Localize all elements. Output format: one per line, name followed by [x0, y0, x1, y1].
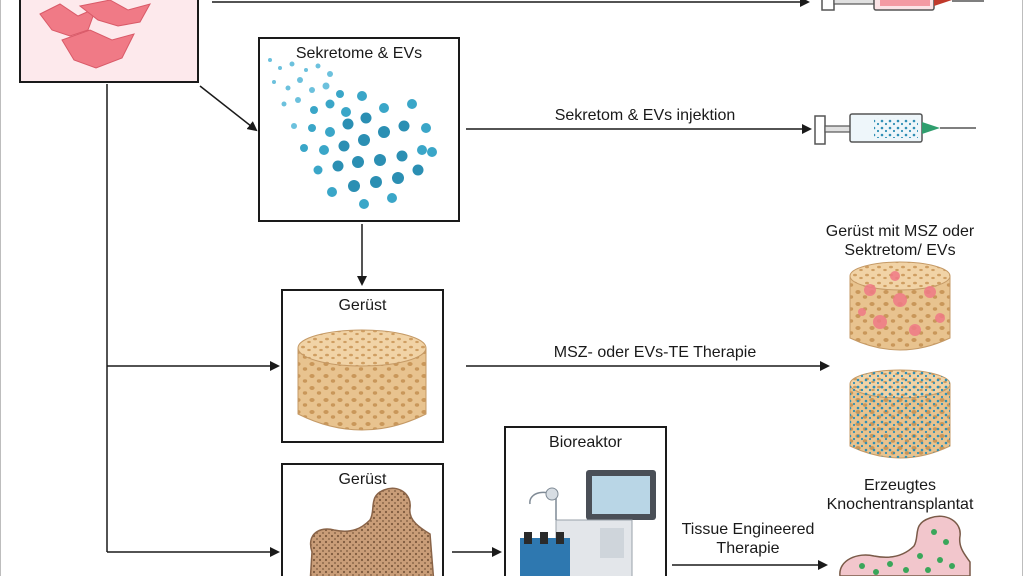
cells-to-secretome-arrow — [199, 85, 258, 132]
vesicle-dot — [327, 71, 333, 77]
vesicle-dot — [374, 154, 386, 166]
scaffold-with-cells-line1: Gerüst mit MSZ oder — [825, 223, 975, 240]
vesicle-dot — [289, 61, 295, 67]
bone-graft-line1: Erzeugtes — [863, 477, 937, 494]
vesicle-dot — [285, 85, 291, 91]
msc-cell-icon — [39, 0, 152, 69]
scaffold-box-bottom — [281, 463, 444, 576]
vesicle-dot — [291, 123, 297, 129]
secretome-syringe-icon — [814, 113, 976, 145]
tissue-engineered-line2: Therapie — [716, 540, 780, 557]
bioreactor-icon — [520, 470, 656, 576]
right-frame-edge — [1022, 0, 1023, 576]
vesicle-dot — [304, 68, 308, 72]
scaffold-with-msc-icon — [849, 261, 951, 351]
vesicle-dot — [427, 147, 437, 157]
vesicle-dot — [272, 80, 276, 84]
vesicle-dot — [313, 165, 323, 175]
vesicle-dot — [319, 145, 329, 155]
vesicle-dot — [379, 103, 389, 113]
vesicle-dot — [297, 77, 303, 83]
vesicle-dot — [421, 123, 431, 133]
cell-syringe-icon — [821, 0, 984, 11]
msc-cells-box — [19, 0, 199, 83]
vesicle-dot — [392, 172, 404, 184]
scaffold-top-title: Gerüst — [338, 297, 387, 314]
vesicle-dot — [352, 156, 364, 168]
vesicle-dot — [359, 199, 369, 209]
vesicle-dot — [268, 58, 272, 62]
secretome-box — [258, 37, 460, 222]
scaffold-box-top — [281, 289, 444, 443]
vesicle-dot — [357, 91, 367, 101]
vesicle-dot — [378, 126, 390, 138]
vesicle-dot — [300, 144, 308, 152]
vesicle-dot — [310, 106, 318, 114]
bioreactor-title: Bioreaktor — [549, 434, 622, 451]
porous-scaffold-icon — [297, 329, 427, 431]
vesicle-dot — [360, 112, 372, 124]
vesicle-dot — [325, 99, 335, 109]
tissue-engineered-line1: Tissue Engineered — [681, 521, 815, 538]
vesicle-dot — [342, 118, 354, 130]
vesicle-dot — [341, 107, 351, 117]
te-therapy-label: MSZ- oder EVs-TE Therapie — [553, 344, 757, 361]
vesicle-dot — [295, 97, 301, 103]
vesicle-dot — [417, 145, 427, 155]
vesicle-dot — [309, 87, 315, 93]
graft-tissue-dots — [859, 529, 955, 575]
vesicle-dot — [396, 150, 408, 162]
vesicle-dot — [278, 66, 282, 70]
bone-graft-line2: Knochentransplantat — [826, 496, 974, 513]
vesicle-dot — [322, 82, 330, 90]
scaffold-with-evs-icon — [849, 369, 951, 459]
vesicle-dot — [387, 193, 397, 203]
left-frame-edge — [0, 0, 1, 576]
vesicle-dot — [281, 101, 287, 107]
vesicle-dot — [370, 176, 382, 188]
extracellular-vesicles-icon — [268, 58, 437, 209]
vesicle-dot — [358, 134, 370, 146]
scaffold-with-cells-line2: Sektretom/ EVs — [844, 242, 956, 259]
bioreactor-box — [504, 426, 667, 576]
secretome-injection-label: Sekretom & EVs injektion — [554, 107, 736, 124]
vesicle-dot — [338, 140, 350, 152]
vesicle-dot — [315, 63, 321, 69]
vesicle-dot — [308, 124, 316, 132]
vesicle-dot — [325, 127, 335, 137]
bone-scaffold-icon — [309, 487, 435, 576]
vesicle-dot — [398, 120, 410, 132]
secretome-box-title: Sekretome & EVs — [295, 45, 423, 62]
scaffold-bottom-title: Gerüst — [338, 471, 387, 488]
vesicle-dot — [327, 187, 337, 197]
vesicle-dot — [412, 164, 424, 176]
vesicle-dot — [336, 90, 344, 98]
vesicle-dot — [332, 160, 344, 172]
vesicle-dot — [407, 99, 417, 109]
vesicle-dot — [348, 180, 360, 192]
